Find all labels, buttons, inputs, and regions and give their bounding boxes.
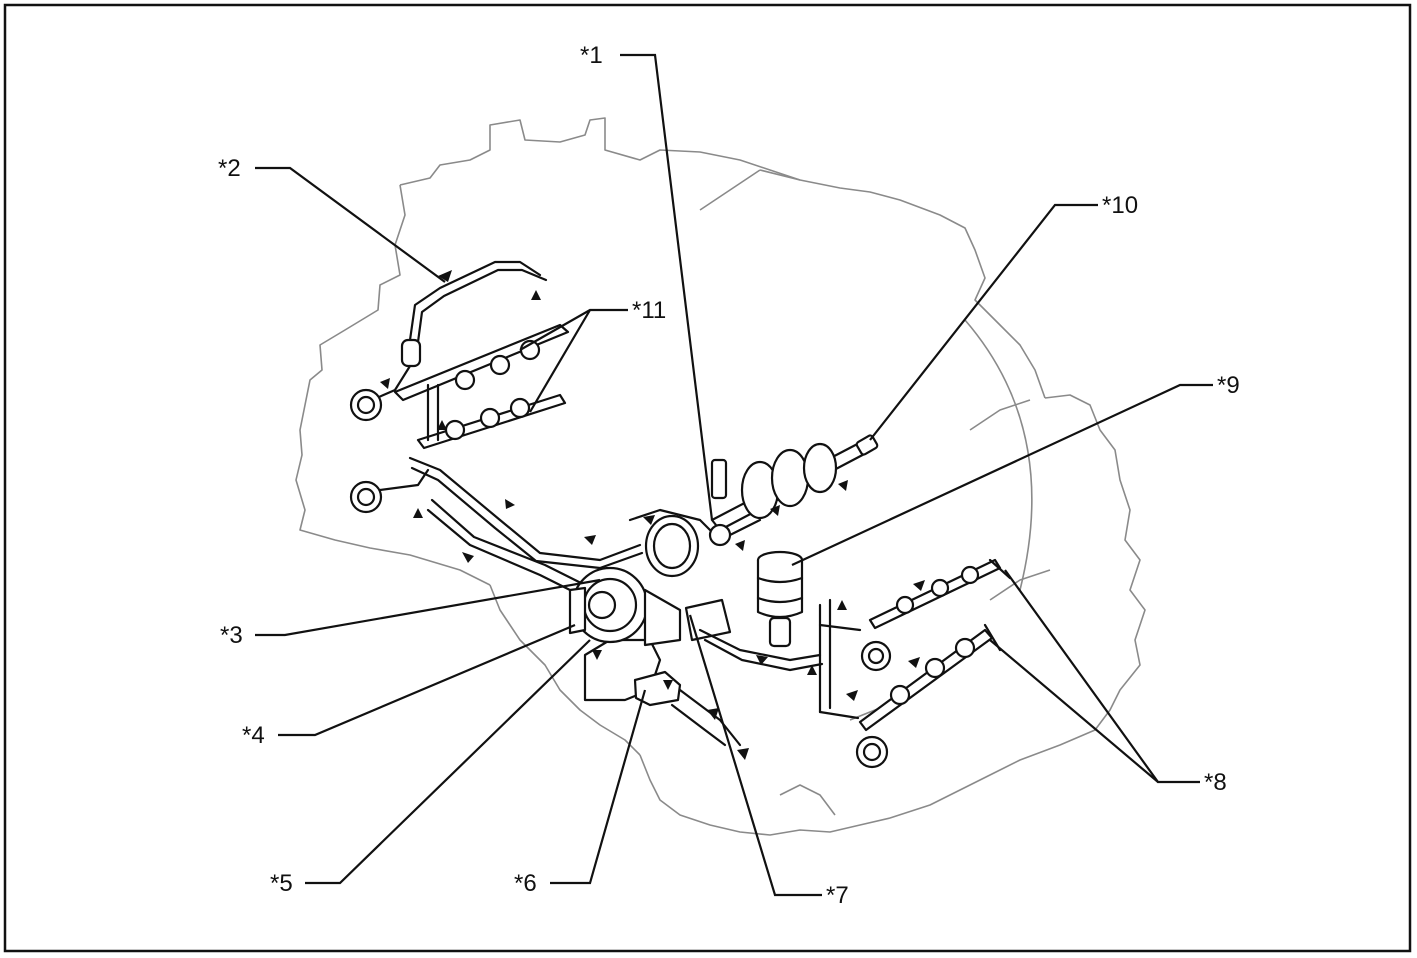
callout-1: *1 [580, 42, 603, 69]
leader-5 [305, 639, 591, 885]
diagram-border [3, 3, 1412, 953]
delivery-pipes-center [628, 434, 879, 672]
flow-arrows [380, 270, 925, 760]
callout-10: *10 [1102, 192, 1138, 219]
callout-labels: *1 *2 *3 *4 *5 *6 *7 *8 *9 *10 *11 [218, 42, 1240, 909]
leader-6 [550, 689, 647, 885]
leader-3 [255, 578, 601, 637]
leader-lines [255, 53, 1213, 897]
leader-10 [869, 203, 1098, 441]
leader-11b [529, 309, 591, 413]
callout-5: *5 [270, 870, 293, 897]
leader-7 [688, 614, 822, 897]
callout-6: *6 [514, 870, 537, 897]
callout-3: *3 [220, 622, 243, 649]
callout-9: *9 [1217, 372, 1240, 399]
callout-7: *7 [826, 882, 849, 909]
leader-8b [989, 639, 1159, 783]
leader-2 [255, 166, 446, 283]
callout-8: *8 [1204, 769, 1227, 796]
leader-1 [620, 53, 714, 521]
callout-4: *4 [242, 722, 265, 749]
engine-outline [295, 117, 1146, 836]
fuel-pipe-upper-left [349, 260, 548, 422]
callout-11: *11 [632, 297, 666, 324]
fuel-rail-right [818, 558, 1012, 769]
leader-9 [791, 383, 1213, 566]
fuel-filter [756, 550, 804, 648]
callout-2: *2 [218, 155, 241, 182]
fuel-pump-assembly [568, 566, 742, 747]
fuel-rail-left [349, 323, 570, 514]
leader-4 [278, 623, 576, 737]
fuel-feed-pipe [408, 456, 644, 597]
